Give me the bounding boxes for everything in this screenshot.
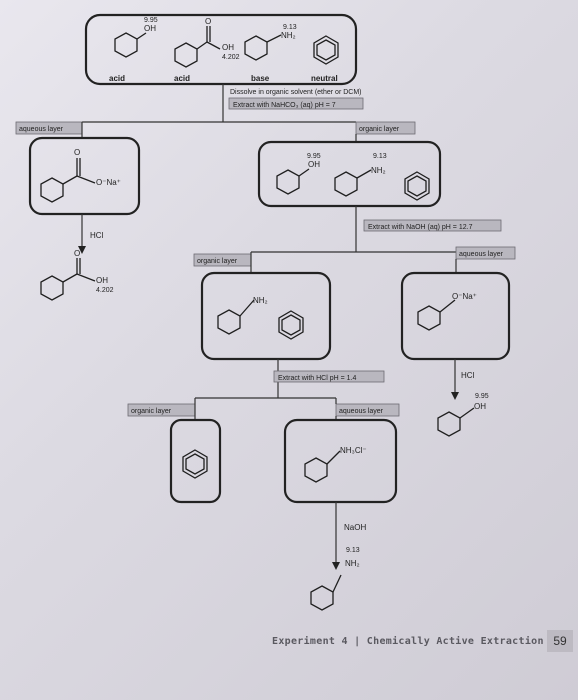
diagram-text: 9.13 — [373, 153, 387, 160]
diagram-text: O⁻Na⁺ — [452, 292, 477, 301]
label-neutral: neutral — [311, 74, 338, 83]
aniline-molecule: NH₂ 9.13 — [244, 24, 297, 61]
carboxylate-box — [28, 136, 141, 216]
diagram-text: NH₃Cl⁻ — [340, 446, 367, 455]
diagram-text: aqueous layer — [19, 126, 64, 133]
diagram-text: OH — [96, 276, 108, 285]
diagram-text: 9.13 — [346, 547, 360, 554]
organic-layer-tag-1 — [355, 121, 416, 135]
benzene-box — [169, 418, 222, 504]
label-base: base — [251, 74, 270, 83]
phenol-molecule: OH 9.95 — [114, 17, 158, 58]
phenol-molecule-2: OH 9.95 — [276, 153, 321, 195]
aqueous-layer-tag-2 — [455, 246, 516, 260]
diagram-text: NH₂ — [371, 166, 386, 175]
page-number: 59 — [547, 630, 573, 652]
benzene-molecule-4 — [182, 449, 208, 479]
diagram-text: O — [74, 249, 80, 258]
diagram-text: O — [74, 148, 80, 157]
diagram-text: OH — [308, 160, 320, 169]
aqueous-layer-tag-3 — [335, 403, 400, 417]
diagram-text: 4.202 — [222, 54, 240, 61]
hcl-label-1: HCl — [90, 231, 104, 240]
diagram-text: O — [205, 17, 211, 26]
diagram-text: 9.95 — [144, 17, 158, 24]
benzoic-acid-molecule: O OH 4.202 — [174, 17, 240, 68]
mixture-box — [84, 13, 358, 86]
diagram-text: O⁻Na⁺ — [96, 178, 121, 187]
diagram-text: Extract with HCl pH = 1.4 — [278, 375, 356, 382]
diagram-text: NH₂ — [345, 559, 360, 568]
aniline-product — [310, 574, 342, 611]
diagram-text: NH₂ — [281, 31, 296, 40]
diagram-text: organic layer — [131, 408, 172, 415]
benzene-molecule-2 — [404, 171, 430, 201]
label-acid-1: acid — [109, 74, 125, 83]
sodium-phenoxide-molecule: O⁻Na⁺ — [417, 292, 477, 331]
diagram-text: organic layer — [359, 126, 400, 133]
diagram-text: Extract with NaOH (aq) pH = 12.7 — [368, 224, 473, 231]
organic-mixture-box — [257, 140, 442, 208]
aniline-molecule-3: NH₂ — [217, 296, 268, 335]
anilinium-box — [283, 418, 398, 504]
benzoic-acid-product: O OH 4.202 — [40, 249, 114, 301]
label-acid-2: acid — [174, 74, 190, 83]
diagram-text: OH — [144, 24, 156, 33]
diagram-text: 9.95 — [475, 393, 489, 400]
diagram-text: organic layer — [197, 258, 238, 265]
diagram-text: 4.202 — [96, 287, 114, 294]
dissolve-instruction: Dissolve in organic solvent (ether or DC… — [230, 89, 362, 96]
aniline-benzene-box — [200, 271, 332, 361]
diagram-text: aqueous layer — [339, 408, 384, 415]
diagram-text: NH₂ — [253, 296, 268, 305]
diagram-text: OH — [222, 43, 234, 52]
diagram-text: aqueous layer — [459, 251, 504, 258]
sodium-benzoate-molecule: O O⁻Na⁺ — [40, 148, 121, 203]
phenol-product: OH 9.95 — [437, 393, 489, 437]
diagram-text: OH — [474, 402, 486, 411]
naoh-label: NaOH — [344, 523, 366, 532]
extract-hcl-tag — [273, 370, 385, 383]
diagram-text: 9.13 — [283, 24, 297, 31]
aniline-molecule-2: NH₂ 9.13 — [334, 153, 387, 197]
anilinium-chloride-molecule: NH₃Cl⁻ — [304, 446, 367, 483]
diagram-text: 9.95 — [307, 153, 321, 160]
benzene-molecule-3 — [278, 310, 304, 340]
extract-naoh-tag — [363, 219, 502, 232]
hcl-label-2: HCl — [461, 371, 475, 380]
extract-nahco3-tag — [228, 97, 364, 110]
chapter-footer: Experiment 4 | Chemically Active Extract… — [272, 636, 544, 647]
extract-nahco3-label: Extract with NaHCO₃ (aq) pH = 7 — [233, 102, 336, 109]
benzene-molecule — [313, 35, 339, 65]
